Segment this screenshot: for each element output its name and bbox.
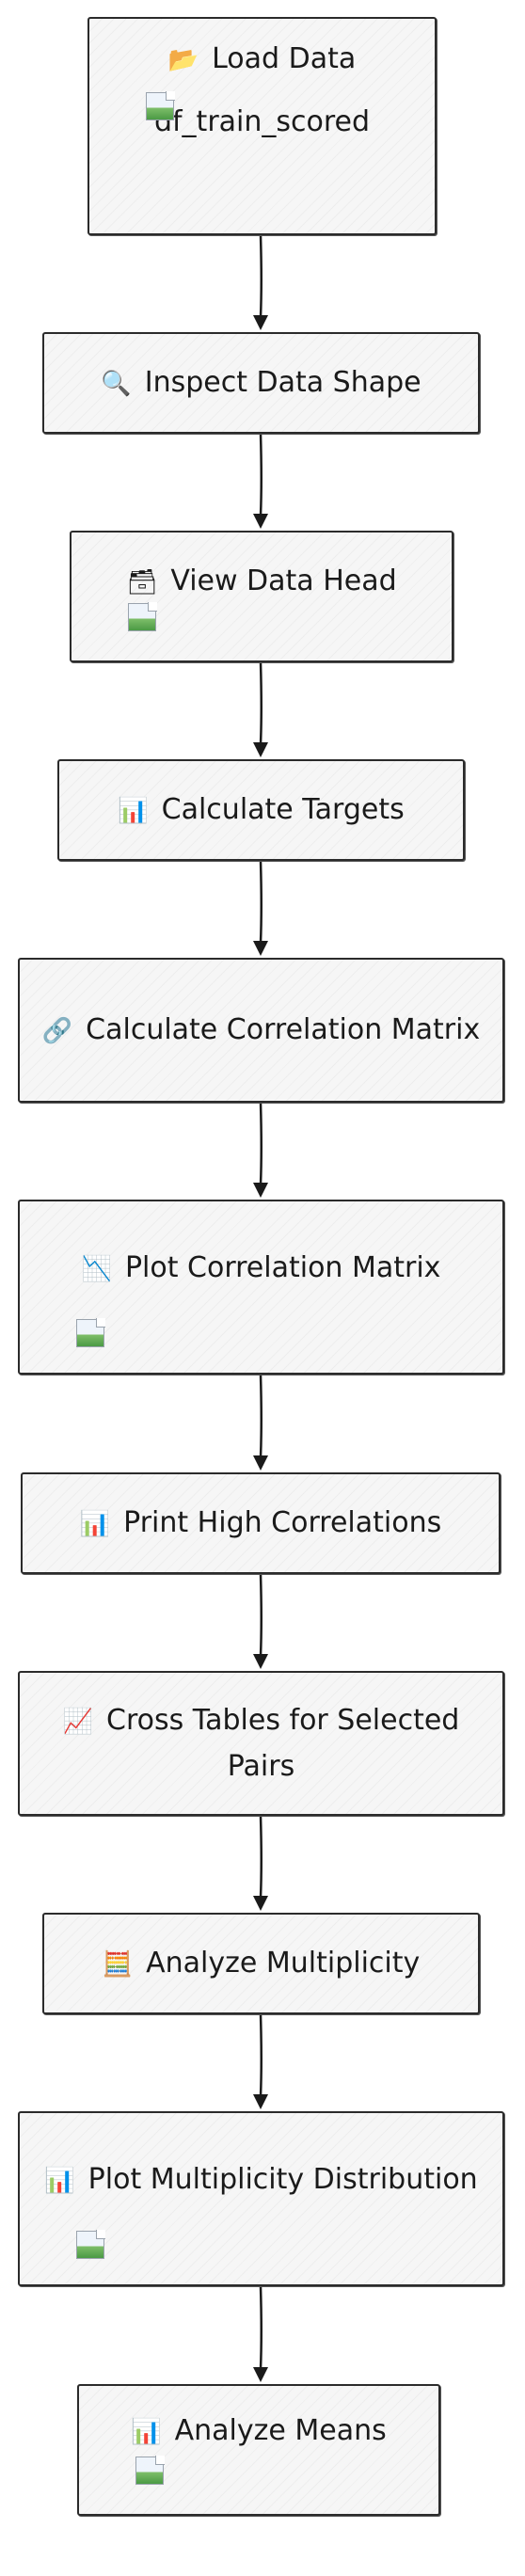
bar-chart-icon: 📊 <box>79 1509 111 1538</box>
magnifier-icon: 🔍 <box>101 369 132 398</box>
connector-arrow <box>259 2285 262 2370</box>
bar-chart-icon: 📊 <box>118 796 149 825</box>
arrowhead <box>253 1654 268 1669</box>
node-title: 🗃 View Data Head <box>107 559 415 605</box>
node-label: Calculate Correlation Matrix <box>86 1012 481 1046</box>
connector-arrow <box>259 1102 262 1185</box>
connector-arrow <box>259 661 262 745</box>
node-title: 🔗 Calculate Correlation Matrix <box>24 1008 499 1054</box>
arrowhead <box>253 1183 268 1198</box>
chart-decreasing-icon: 📉 <box>81 1254 112 1283</box>
link-icon: 🔗 <box>41 1016 73 1045</box>
node-label: Load Data <box>212 41 357 75</box>
node-title: 📊 Analyze Means <box>112 2409 406 2455</box>
bar-chart-icon: 📊 <box>131 2417 162 2446</box>
broken-image-icon <box>76 1318 105 1347</box>
flow-node-1: 📂 Load Data df_train_scored <box>88 17 437 235</box>
flow-node-7: 📊 Print High Correlations <box>21 1472 501 1574</box>
flow-node-6: 📉 Plot Correlation Matrix <box>18 1200 504 1375</box>
arrowhead <box>253 2367 268 2382</box>
flow-node-4: 📊 Calculate Targets <box>57 759 465 861</box>
node-title: 📉 Plot Correlation Matrix <box>63 1246 460 1292</box>
arrowhead <box>253 1896 268 1911</box>
arrowhead <box>253 1455 268 1471</box>
node-label: Plot Multiplicity Distribution <box>88 2162 478 2196</box>
connector-arrow <box>259 1815 262 1899</box>
node-label: Cross Tables for Selected Pairs <box>106 1703 460 1783</box>
flow-node-11: 📊 Analyze Means <box>77 2384 440 2516</box>
connector-arrow <box>259 860 262 944</box>
node-title: 📂 Load Data <box>150 37 375 83</box>
chart-increasing-icon: 📈 <box>62 1707 93 1736</box>
arrowhead <box>253 941 268 956</box>
flow-node-3: 🗃 View Data Head <box>70 531 453 662</box>
connector-arrow <box>259 2013 262 2097</box>
connector-arrow <box>259 1573 262 1657</box>
abacus-icon: 🧮 <box>102 1949 134 1979</box>
node-title: 📊 Calculate Targets <box>99 787 422 834</box>
node-label: Analyze Multiplicity <box>146 1946 421 1980</box>
node-title: 📊 Print High Correlations <box>61 1501 460 1547</box>
node-label: Analyze Means <box>174 2413 387 2447</box>
node-title: 🔍 Inspect Data Shape <box>82 360 439 406</box>
node-subtitle: df_train_scored <box>153 104 371 138</box>
folder-icon: 📂 <box>167 45 199 74</box>
broken-image-icon <box>135 2456 165 2485</box>
connector-arrow <box>259 1374 262 1458</box>
broken-image-icon <box>146 91 175 120</box>
node-title: 📊 Plot Multiplicity Distribution <box>25 2157 496 2203</box>
broken-image-icon <box>128 602 157 631</box>
arrowhead <box>253 315 268 330</box>
node-title: 📈 Cross Tables for Selected Pairs <box>20 1698 502 1789</box>
flow-node-2: 🔍 Inspect Data Shape <box>42 332 480 434</box>
node-label: Print High Correlations <box>123 1505 442 1539</box>
flow-node-5: 🔗 Calculate Correlation Matrix <box>18 958 504 1103</box>
connector-arrow <box>259 433 262 517</box>
node-label: Inspect Data Shape <box>144 365 422 399</box>
connector-arrow <box>259 234 262 318</box>
flow-node-10: 📊 Plot Multiplicity Distribution <box>18 2111 504 2286</box>
node-label: View Data Head <box>170 564 397 597</box>
node-label: Plot Correlation Matrix <box>124 1250 441 1284</box>
node-label: Calculate Targets <box>161 792 405 826</box>
flow-node-8: 📈 Cross Tables for Selected Pairs <box>18 1671 504 1816</box>
card-box-icon: 🗃 <box>126 567 158 596</box>
broken-image-icon <box>76 2230 105 2259</box>
arrowhead <box>253 2094 268 2109</box>
node-title: 🧮 Analyze Multiplicity <box>84 1941 439 1987</box>
arrowhead <box>253 514 268 529</box>
flow-node-9: 🧮 Analyze Multiplicity <box>42 1913 480 2014</box>
arrowhead <box>253 742 268 757</box>
bar-chart-icon: 📊 <box>44 2166 75 2195</box>
